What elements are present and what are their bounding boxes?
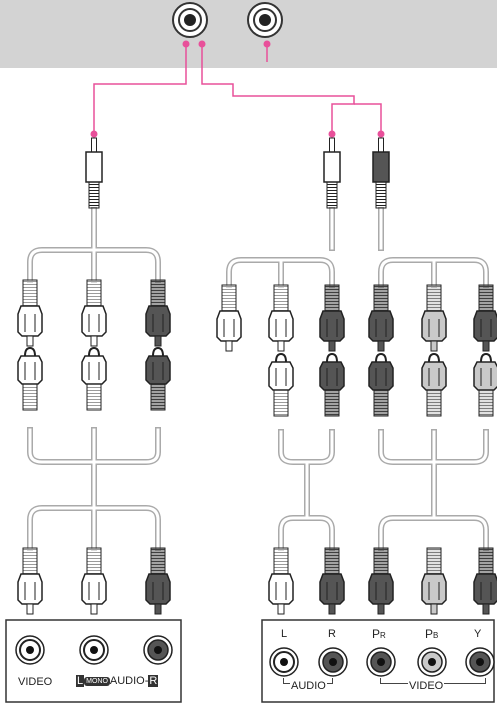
label-audio: AUDIO- — [109, 675, 149, 687]
source-jack-panel — [0, 0, 497, 68]
rca-plug-right-lower-2 — [368, 547, 394, 615]
label-y: Y — [474, 628, 482, 640]
jack-pb[interactable] — [417, 647, 447, 677]
rca-plug-left-lower-0 — [17, 547, 43, 615]
label-l: L — [281, 628, 288, 640]
rca-coupler-left-2 — [145, 346, 171, 411]
rca-plug-left-upper-2 — [145, 279, 171, 347]
rca-coupler-left-1 — [81, 346, 107, 411]
rca-plug-right-lower-4 — [473, 547, 497, 615]
rca-coupler-right-1 — [319, 352, 345, 417]
jack-audio-r-left[interactable] — [143, 635, 173, 665]
source-jack-left[interactable] — [172, 2, 208, 38]
jack-y[interactable] — [465, 647, 495, 677]
rca-plug-left-lower-1 — [81, 547, 107, 615]
rca-coupler-right-2 — [368, 352, 394, 417]
rca-coupler-right-0 — [268, 352, 294, 417]
rca-coupler-right-3 — [421, 352, 447, 417]
rca-plug-left-upper-0 — [17, 279, 43, 347]
rca-plug-left-upper-1 — [81, 279, 107, 347]
label-pr: PR — [372, 627, 386, 641]
jack-audio-l-mono[interactable] — [79, 635, 109, 665]
rca-plug-right-upper-4 — [421, 284, 447, 352]
cable-harness-inner — [28, 208, 488, 550]
rca-coupler-left-0 — [17, 346, 43, 411]
rca-plug-right-upper-1 — [268, 284, 294, 352]
wire-junction-dots — [90, 40, 385, 138]
signal-wires — [93, 44, 382, 134]
jack-pr[interactable] — [366, 647, 396, 677]
jack-video-left[interactable] — [15, 635, 45, 665]
rca-plug-right-upper-2 — [319, 284, 345, 352]
label-r: R — [328, 628, 336, 640]
rca-plug-right-upper-5 — [473, 284, 497, 352]
label-audio-r: R — [148, 675, 159, 687]
rca-plug-right-upper-0 — [216, 284, 242, 352]
label-audio-group: AUDIO — [290, 680, 327, 692]
rca-coupler-right-4 — [473, 352, 497, 417]
label-audio-l: L — [76, 675, 85, 687]
label-video-group: VIDEO — [408, 680, 445, 692]
rca-plug-right-lower-3 — [421, 547, 447, 615]
rca-plug-left-lower-2 — [145, 547, 171, 615]
label-video: VIDEO — [18, 676, 53, 688]
mini-plug-audio — [323, 137, 341, 209]
label-pb: PB — [425, 627, 439, 641]
jack-audio-r[interactable] — [318, 647, 348, 677]
rca-plug-right-lower-1 — [319, 547, 345, 615]
rca-plug-right-lower-0 — [268, 547, 294, 615]
label-mono: MONO — [84, 677, 110, 686]
mini-plug-left — [85, 137, 103, 209]
mini-plug-video — [372, 137, 390, 209]
jack-audio-l[interactable] — [269, 647, 299, 677]
rca-plug-right-upper-3 — [368, 284, 394, 352]
source-jack-right[interactable] — [247, 2, 283, 38]
